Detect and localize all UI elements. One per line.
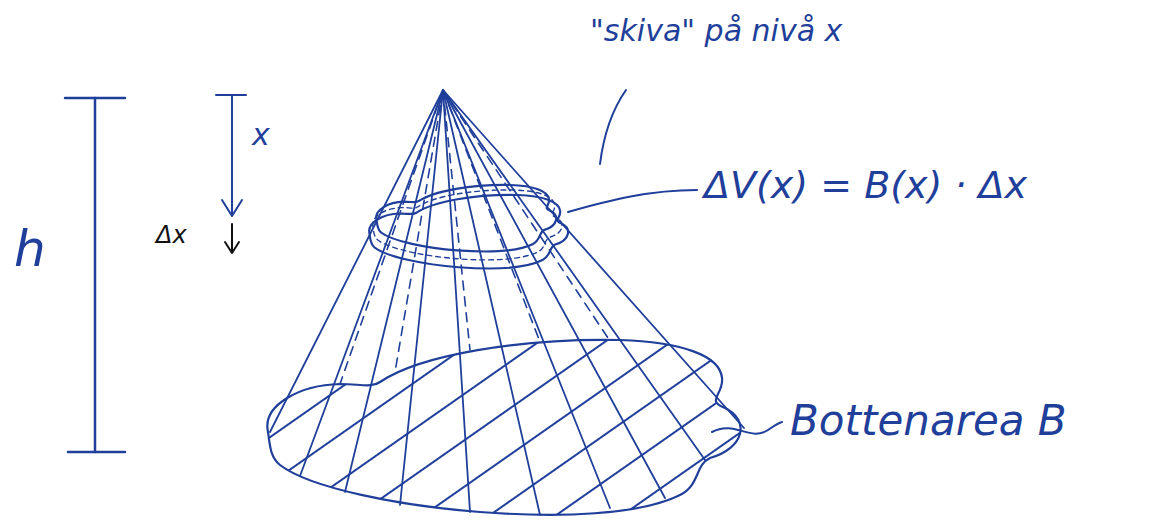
slice-note: "skiva" på nivå x (590, 14, 842, 47)
leader-line (568, 190, 697, 212)
level-arrow (216, 95, 246, 216)
delta-arrow (225, 224, 239, 253)
slice-ring (369, 185, 568, 268)
leader-line (712, 422, 782, 434)
generators (270, 90, 744, 515)
base-area-label: Bottenarea B (790, 398, 1067, 444)
height-bracket (65, 98, 125, 452)
delta-label: Δx (156, 222, 187, 248)
base-outline (267, 340, 740, 515)
level-label: x (252, 118, 270, 151)
base-hatching (267, 340, 740, 515)
height-label: h (14, 222, 46, 277)
leader-line (600, 90, 626, 164)
volume-formula: ΔV(x) = B(x) · Δx (704, 165, 1027, 207)
